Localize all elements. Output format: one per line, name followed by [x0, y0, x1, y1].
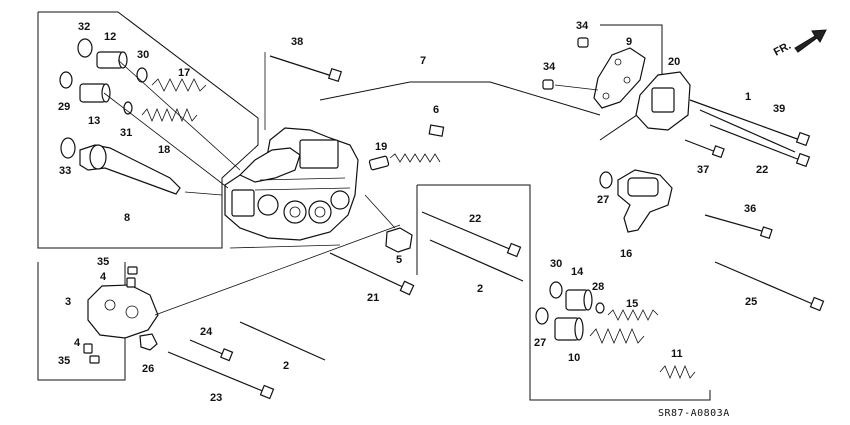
right-middle-parts — [599, 169, 825, 312]
callout-23: 23 — [210, 392, 222, 404]
callout-35-top: 35 — [97, 256, 109, 268]
callout-37: 37 — [697, 164, 709, 176]
callout-18: 18 — [158, 144, 170, 156]
callout-36: 36 — [744, 203, 756, 215]
callout-labels: 32 12 30 29 13 31 17 18 33 8 38 7 6 19 5… — [58, 20, 785, 404]
callout-34-lower: 34 — [543, 61, 556, 73]
diagram-code: SR87-A0803A — [658, 408, 730, 419]
callout-4-top: 4 — [100, 271, 107, 283]
lower-right-parts — [535, 281, 696, 380]
fr-label: FR. — [772, 40, 793, 59]
lower-left-parts — [83, 224, 401, 400]
callout-27-upper: 27 — [597, 194, 609, 206]
callout-34-top: 34 — [576, 20, 589, 32]
front-direction-indicator: FR. — [772, 29, 827, 59]
callout-28: 28 — [592, 281, 604, 293]
callout-30: 30 — [137, 49, 149, 61]
right-upper-parts — [542, 37, 811, 168]
callout-26: 26 — [142, 363, 154, 375]
callout-25: 25 — [745, 296, 757, 308]
main-valve-body — [224, 127, 359, 241]
callout-7: 7 — [420, 55, 426, 67]
callout-12: 12 — [104, 31, 116, 43]
callout-5: 5 — [396, 254, 402, 266]
callout-31: 31 — [120, 127, 132, 139]
callout-4-lower: 4 — [74, 337, 81, 349]
upper-center-parts — [264, 52, 601, 253]
callout-11: 11 — [671, 348, 683, 360]
callout-13: 13 — [88, 115, 100, 127]
callout-15: 15 — [626, 298, 638, 310]
callout-29: 29 — [58, 101, 70, 113]
callout-30-lower: 30 — [550, 258, 562, 270]
callout-2-lower: 2 — [283, 360, 289, 372]
callout-9: 9 — [626, 36, 632, 48]
callout-6: 6 — [433, 104, 439, 116]
callout-1: 1 — [745, 91, 751, 103]
callout-33: 33 — [59, 165, 71, 177]
callout-39: 39 — [773, 103, 785, 115]
callout-38: 38 — [291, 36, 303, 48]
callout-22-center: 22 — [469, 213, 481, 225]
callout-21: 21 — [367, 292, 379, 304]
callout-14: 14 — [571, 266, 584, 278]
callout-2-center: 2 — [477, 283, 483, 295]
callout-27-lower: 27 — [534, 337, 546, 349]
front-arrow-icon — [794, 29, 827, 53]
callout-19: 19 — [375, 141, 387, 153]
callout-3: 3 — [65, 296, 71, 308]
callout-17: 17 — [178, 67, 190, 79]
callout-32: 32 — [78, 21, 90, 33]
callout-16: 16 — [620, 248, 632, 260]
callout-22-right: 22 — [756, 164, 768, 176]
callout-35-lower: 35 — [58, 355, 70, 367]
left-group-parts — [59, 38, 241, 196]
center-bolts — [229, 211, 524, 296]
callout-20: 20 — [668, 56, 680, 68]
callout-24: 24 — [200, 326, 213, 338]
callout-8: 8 — [124, 212, 130, 224]
callout-10: 10 — [568, 352, 580, 364]
